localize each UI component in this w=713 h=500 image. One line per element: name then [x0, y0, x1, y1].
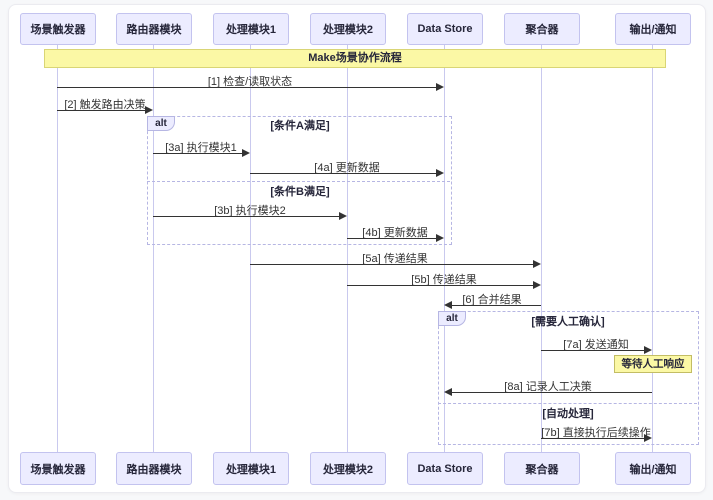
- alt-frame-2-condition-b: [自动处理]: [542, 408, 594, 420]
- message-7a-arrowhead: [644, 346, 652, 354]
- alt-frame-2-divider: [438, 403, 697, 404]
- lifeline-data-store: [444, 43, 445, 452]
- alt-frame-2: [438, 311, 699, 445]
- message-7b-arrowhead: [644, 434, 652, 442]
- message-5a-arrowhead: [533, 260, 541, 268]
- diagram-canvas: [8, 4, 706, 493]
- participant-bottom-scene-trigger: 场景触发器: [20, 452, 96, 485]
- message-1-label: [1] 检查/读取状态: [207, 76, 293, 88]
- message-3b-label: [3b] 执行模块2: [214, 205, 286, 217]
- message-5b-arrowhead: [533, 281, 541, 289]
- lifeline-process-module-2: [347, 43, 348, 452]
- message-7a-label: [7a] 发送通知: [563, 339, 629, 351]
- message-6-arrowhead: [444, 301, 452, 309]
- message-7b-label: [7b] 直接执行后续操作: [541, 427, 651, 439]
- lifeline-router-module: [153, 43, 154, 452]
- message-8a-arrowhead: [444, 388, 452, 396]
- note-wait-human-response: 等待人工响应: [614, 355, 692, 373]
- participant-bottom-router-module: 路由器模块: [116, 452, 192, 485]
- message-5b-label: [5b] 传递结果: [411, 274, 477, 286]
- message-4a-arrow: [250, 173, 437, 174]
- message-2-arrowhead: [145, 106, 153, 114]
- message-4b-label: [4b] 更新数据: [362, 227, 428, 239]
- message-2-arrow: [57, 110, 146, 111]
- participant-top-output-notify: 输出/通知: [615, 13, 691, 45]
- message-7a-arrow: [541, 350, 645, 351]
- lifeline-scene-trigger: [57, 43, 58, 452]
- participant-top-process-module-2: 处理模块2: [310, 13, 386, 45]
- alt-frame-1-label: alt: [147, 116, 175, 131]
- message-6-label: [6] 合并结果: [462, 294, 522, 306]
- participant-top-process-module-1: 处理模块1: [213, 13, 289, 45]
- message-8a-arrow: [452, 392, 652, 393]
- message-4b-arrowhead: [436, 234, 444, 242]
- participant-bottom-data-store: Data Store: [407, 452, 483, 485]
- alt-frame-2-condition-a: [需要人工确认]: [531, 316, 605, 328]
- message-4a-label: [4a] 更新数据: [314, 162, 380, 174]
- alt-frame-1-condition-a: [条件A满足]: [270, 120, 330, 132]
- lifeline-output-notify: [652, 43, 653, 452]
- participant-top-scene-trigger: 场景触发器: [20, 13, 96, 45]
- lifeline-aggregator: [541, 43, 542, 452]
- message-4a-arrowhead: [436, 169, 444, 177]
- alt-frame-1: [147, 116, 452, 245]
- message-8a-label: [8a] 记录人工决策: [504, 381, 592, 393]
- participant-bottom-process-module-1: 处理模块1: [213, 452, 289, 485]
- participant-bottom-aggregator: 聚合器: [504, 452, 580, 485]
- message-4b-arrow: [347, 238, 437, 239]
- message-3a-arrow: [153, 153, 243, 154]
- message-1-arrow: [57, 87, 437, 88]
- alt-frame-1-divider: [147, 181, 450, 182]
- participant-top-data-store: Data Store: [407, 13, 483, 45]
- message-3a-arrowhead: [242, 149, 250, 157]
- message-5a-arrow: [250, 264, 534, 265]
- message-1-arrowhead: [436, 83, 444, 91]
- message-7b-arrow: [541, 438, 645, 439]
- participant-bottom-output-notify: 输出/通知: [615, 452, 691, 485]
- banner-title: Make场景协作流程: [44, 49, 666, 68]
- message-5b-arrow: [347, 285, 534, 286]
- alt-frame-2-label: alt: [438, 311, 466, 326]
- lifeline-process-module-1: [250, 43, 251, 452]
- message-5a-label: [5a] 传递结果: [362, 253, 428, 265]
- message-3a-label: [3a] 执行模块1: [165, 142, 237, 154]
- message-3b-arrowhead: [339, 212, 347, 220]
- participant-bottom-process-module-2: 处理模块2: [310, 452, 386, 485]
- message-3b-arrow: [153, 216, 340, 217]
- participant-top-router-module: 路由器模块: [116, 13, 192, 45]
- alt-frame-1-condition-b: [条件B满足]: [270, 186, 330, 198]
- message-6-arrow: [452, 305, 541, 306]
- participant-top-aggregator: 聚合器: [504, 13, 580, 45]
- message-2-label: [2] 触发路由决策: [64, 99, 146, 111]
